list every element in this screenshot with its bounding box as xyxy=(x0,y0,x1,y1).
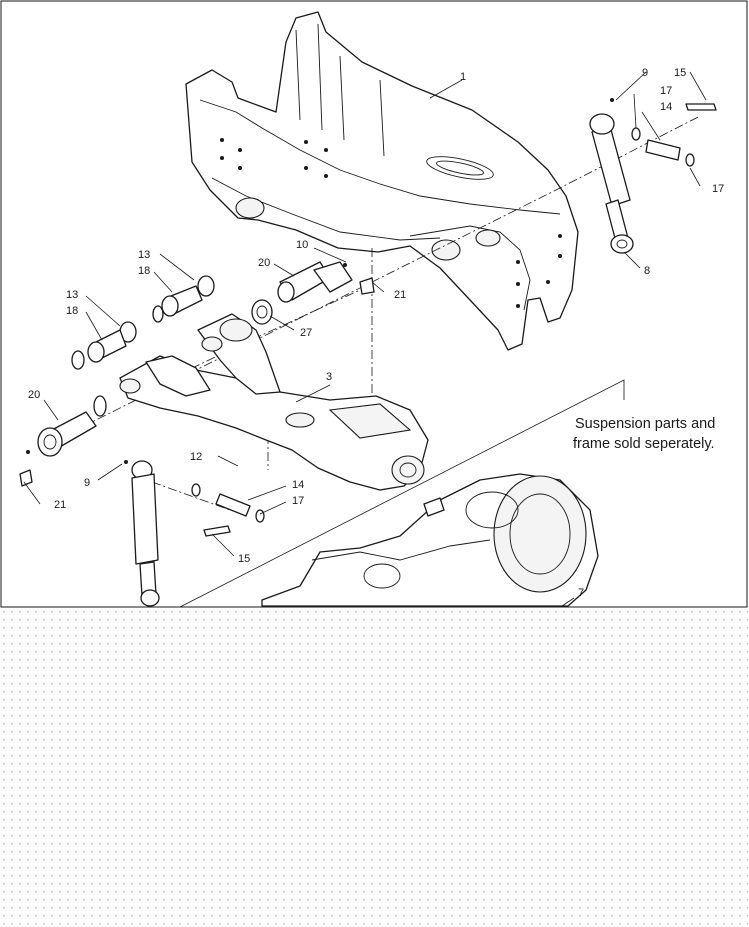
callout-15-bottom: 15 xyxy=(238,553,250,565)
bushing-set-lower xyxy=(71,321,137,370)
callout-17-bottom: 17 xyxy=(292,495,304,507)
callout-17-top: 17 xyxy=(660,85,672,97)
callout-3: 3 xyxy=(326,371,332,383)
front-axle xyxy=(261,473,599,607)
note-line-1: Suspension parts and xyxy=(575,416,715,432)
callout-21-left: 21 xyxy=(54,499,66,511)
leader-lines xyxy=(23,71,707,607)
callouts: 1 3 7 8 9 9 10 12 13 18 13 18 14 14 15 1… xyxy=(28,67,724,599)
pivot-pin-lower xyxy=(19,395,107,487)
callout-1: 1 xyxy=(460,71,466,83)
callout-14-top: 14 xyxy=(660,101,672,113)
callout-7: 7 xyxy=(578,587,584,599)
callout-13-a: 13 xyxy=(138,249,150,261)
sold-separately-note: Suspension parts and frame sold seperate… xyxy=(573,416,715,452)
callout-8: 8 xyxy=(644,265,650,277)
bushing-set-upper xyxy=(152,275,215,323)
callout-27: 27 xyxy=(300,327,312,339)
callout-12: 12 xyxy=(190,451,202,463)
callout-13-b: 13 xyxy=(66,289,78,301)
callout-17-right: 17 xyxy=(712,183,724,195)
callout-10: 10 xyxy=(296,239,308,251)
callout-20-left: 20 xyxy=(28,389,40,401)
main-frame xyxy=(185,11,579,351)
masked-region-strip xyxy=(0,607,749,927)
callout-9-top: 9 xyxy=(642,67,648,79)
pivot-pin-upper xyxy=(251,261,375,325)
callout-14-bottom: 14 xyxy=(292,479,304,491)
suspension-cylinder-left xyxy=(124,460,265,607)
note-line-2: frame sold seperately. xyxy=(573,436,715,452)
callout-21-right: 21 xyxy=(394,289,406,301)
callout-20-top: 20 xyxy=(258,257,270,269)
callout-15-top: 15 xyxy=(674,67,686,79)
suspension-cylinder-right xyxy=(589,98,717,254)
callout-9-left: 9 xyxy=(84,477,90,489)
callout-18-a: 18 xyxy=(138,265,150,277)
callout-18-b: 18 xyxy=(66,305,78,317)
suspension-link xyxy=(119,313,429,491)
note-divider xyxy=(179,379,625,608)
